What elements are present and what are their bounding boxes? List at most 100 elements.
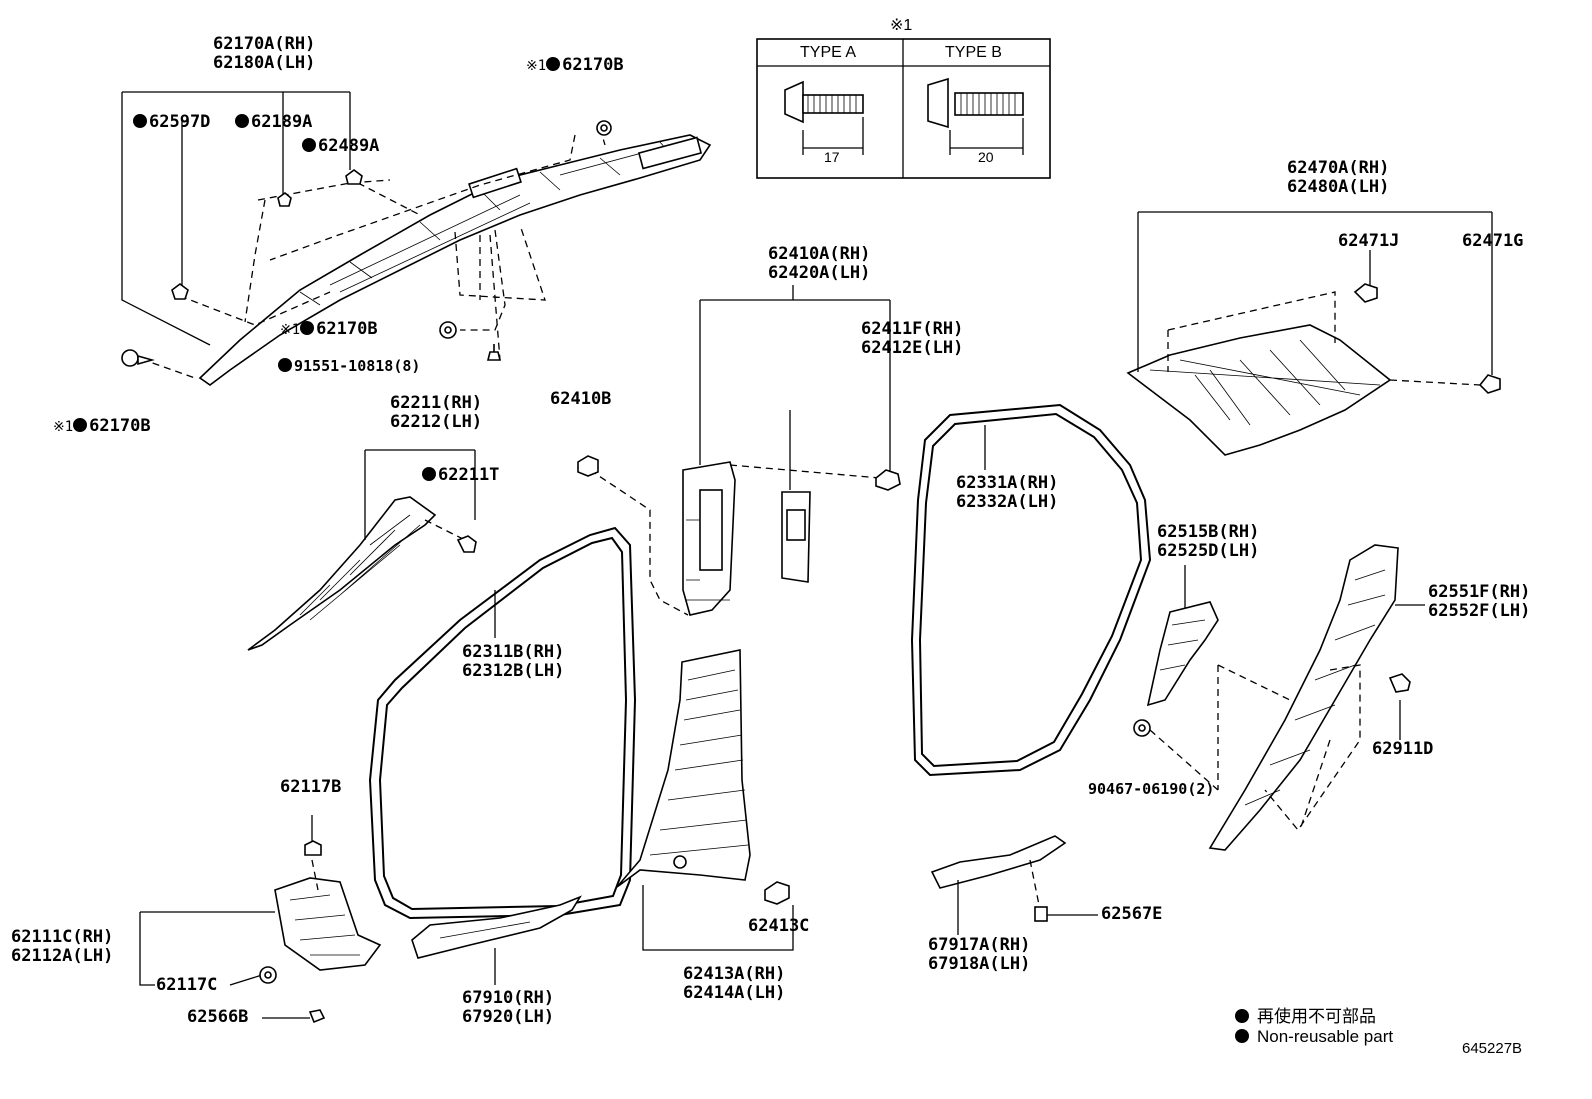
label-62470A: 62470A(RH) 62480A(LH): [1287, 159, 1389, 197]
label-62471G: 62471G: [1462, 231, 1524, 251]
rear-scuff-plate: [930, 835, 1067, 889]
clip-62413C: [764, 881, 790, 905]
label-67917A: 67917A(RH) 67918A(LH): [928, 936, 1030, 974]
label-62597D-text: 62597D: [149, 112, 211, 132]
figure-id: 645227B: [1462, 1040, 1523, 1057]
label-62170A: 62170A(RH) 62180A(LH): [213, 35, 315, 73]
clip-62471G: [1478, 374, 1501, 394]
label-62567E: 62567E: [1101, 904, 1163, 924]
front-scuff-plate: [411, 895, 582, 959]
roof-rear-trim-part: [1126, 324, 1392, 456]
non-reusable-dot-icon: [1235, 1029, 1249, 1043]
label-62211: 62211(RH) 62212(LH): [390, 394, 482, 432]
clip-62117C: [259, 966, 277, 984]
legend-english-text: Non-reusable part: [1257, 1027, 1394, 1046]
label-62551F: 62551F(RH) 62552F(LH): [1428, 583, 1530, 621]
label-62111C: 62111C(RH) 62112A(LH): [11, 928, 113, 966]
label-67910: 67910(RH) 67920(LH): [462, 989, 554, 1027]
label-62331A-rh: 62331A(RH): [956, 473, 1059, 493]
label-62311B-rh: 62311B(RH): [462, 642, 565, 662]
non-reusable-dot-icon: [546, 57, 561, 71]
clip-62566B: [308, 1009, 326, 1024]
label-62170B-left-text: 62170B: [89, 416, 151, 436]
label-62111C-rh: 62111C(RH): [11, 927, 114, 947]
quarter-trim-panel-part: [1208, 544, 1399, 851]
label-62566B: 62566B: [187, 1007, 249, 1027]
label-91551-text: 91551-10818(8): [294, 357, 421, 375]
label-62515B-rh: 62515B(RH): [1157, 522, 1260, 542]
label-62111C-lh: 62112A(LH): [11, 946, 114, 966]
label-62410A-rh: 62410A(RH): [768, 244, 871, 264]
label-62413A: 62413A(RH) 62414A(LH): [683, 965, 785, 1003]
label-62489A: 62489A: [302, 137, 379, 156]
label-62489A-text: 62489A: [318, 136, 380, 156]
front-pillar-garnish-part: [247, 496, 437, 651]
type-a-title: TYPE A: [800, 44, 857, 61]
label-62413A-rh: 62413A(RH): [683, 964, 786, 984]
label-62411F-rh: 62411F(RH): [861, 319, 964, 339]
type-a-dimension: 17: [824, 149, 840, 165]
label-62311B: 62311B(RH) 62312B(LH): [462, 643, 564, 681]
clip-62411F: [875, 469, 901, 491]
label-62189A: 62189A: [235, 113, 312, 132]
label-62170B-mid-text: 62170B: [316, 319, 378, 339]
label-62551F-rh: 62551F(RH): [1428, 582, 1531, 602]
label-62413A-lh: 62414A(LH): [683, 983, 786, 1003]
label-62911D: 62911D: [1372, 739, 1434, 759]
label-90467: 90467-06190(2): [1088, 780, 1215, 798]
label-62117B: 62117B: [280, 777, 342, 797]
note-mark: ※1: [526, 58, 547, 74]
label-62515B: 62515B(RH) 62525D(LH): [1157, 523, 1259, 561]
center-pillar-lower-garnish: [616, 649, 751, 888]
legend-english: Non-reusable part: [1235, 1027, 1393, 1047]
label-91551: 91551-10818(8): [278, 357, 420, 376]
fastener-type-table: [756, 38, 1051, 179]
label-62551F-lh: 62552F(LH): [1428, 601, 1531, 621]
clip-62489A: [345, 169, 363, 185]
non-reusable-dot-icon: [278, 358, 292, 372]
label-62331A-lh: 62332A(LH): [956, 492, 1059, 512]
clip-62410B: [577, 455, 599, 477]
clip-90467: [1133, 719, 1151, 737]
label-62331A: 62331A(RH) 62332A(LH): [956, 474, 1058, 512]
bolt-62170B-top: [596, 120, 612, 136]
type-b-dimension: 20: [978, 149, 994, 165]
non-reusable-dot-icon: [300, 321, 315, 335]
label-62597D: 62597D: [133, 113, 210, 132]
label-62410A-lh: 62420A(LH): [768, 263, 871, 283]
label-62211T: 62211T: [422, 466, 499, 485]
label-62170B-mid: ※1 62170B: [280, 320, 378, 340]
bolt-62170B-left: [121, 349, 155, 367]
label-62515B-lh: 62525D(LH): [1157, 541, 1260, 561]
center-pillar-upper-garnish: [682, 461, 736, 616]
label-67910-rh: 67910(RH): [462, 988, 555, 1008]
clip-62597D: [171, 283, 189, 300]
label-62470A-rh: 62470A(RH): [1287, 158, 1390, 178]
type-table-mark: ※1: [890, 17, 913, 34]
label-62211T-text: 62211T: [438, 465, 500, 485]
legend-japanese: 再使用不可部品: [1235, 1002, 1376, 1027]
clip-62471J: [1353, 283, 1378, 303]
label-67917A-rh: 67917A(RH): [928, 935, 1031, 955]
label-62211-lh: 62212(LH): [390, 412, 483, 432]
type-b-title: TYPE B: [945, 44, 1002, 61]
quarter-lower-trim-part: [1146, 601, 1219, 707]
bolt-62170B-mid: [439, 321, 457, 339]
label-62189A-text: 62189A: [251, 112, 313, 132]
clip-62189A: [277, 191, 292, 207]
label-67910-lh: 67920(LH): [462, 1007, 555, 1027]
seatbelt-adjuster-part: [781, 491, 811, 583]
label-62470A-lh: 62480A(LH): [1287, 177, 1390, 197]
screw-91551: [486, 344, 502, 361]
label-62413C: 62413C: [748, 916, 810, 936]
clip-62911D: [1388, 673, 1411, 693]
label-62211-rh: 62211(RH): [390, 393, 483, 413]
cowl-side-trim-part: [274, 877, 382, 971]
note-mark: ※1: [280, 322, 301, 338]
non-reusable-dot-icon: [73, 418, 88, 432]
legend-japanese-text: 再使用不可部品: [1257, 1007, 1376, 1026]
